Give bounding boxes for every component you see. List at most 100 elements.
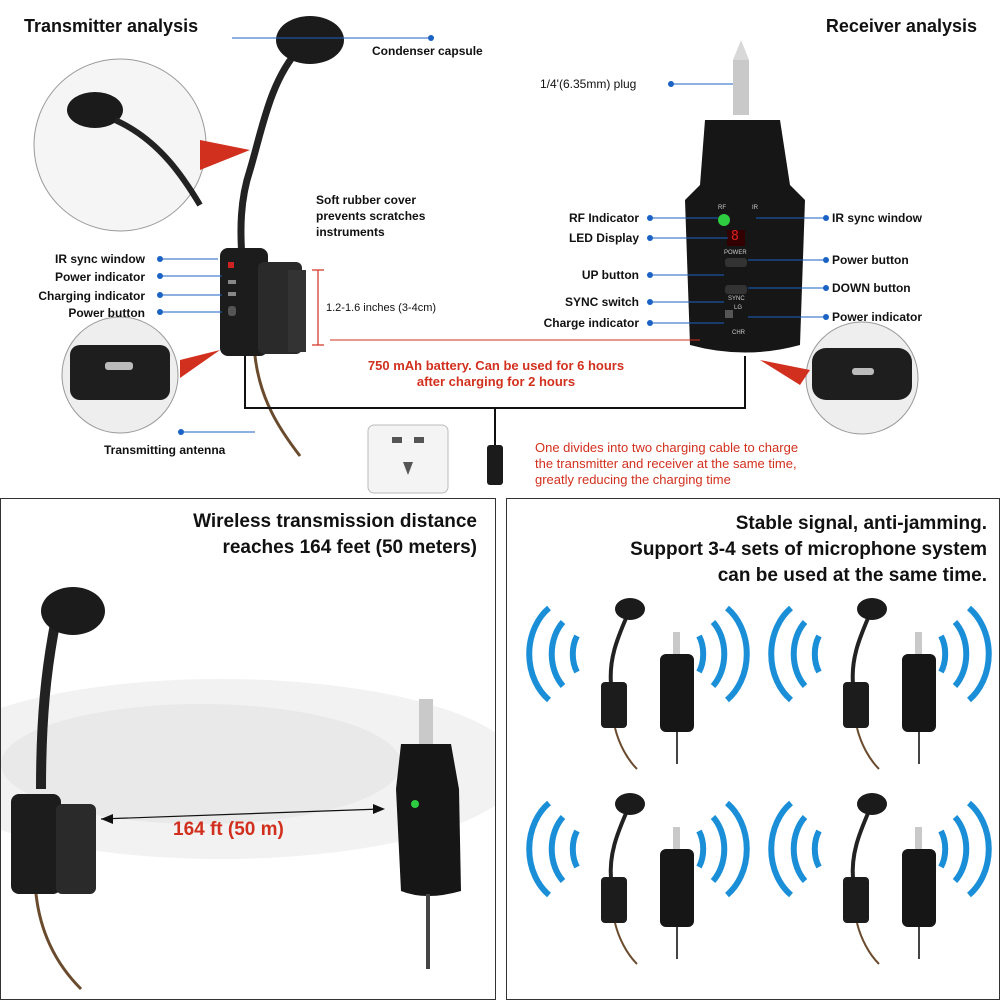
transmitter-body-icon [601, 877, 627, 923]
receiver-body-icon [902, 849, 936, 927]
signal-wave-icon [790, 814, 808, 884]
antenna-label: Transmitting antenna [104, 443, 226, 457]
distance-panel: Wireless transmission distance reaches 1… [0, 498, 496, 1000]
transmitter-body-icon [601, 682, 627, 728]
multi-system-heading: Stable signal, anti-jamming. Support 3-4… [630, 513, 987, 586]
receiver-rf-text: RF [718, 205, 726, 211]
antenna-icon [614, 727, 638, 770]
callout-dot [823, 215, 829, 221]
signal-wave-icon [938, 829, 949, 869]
transmitter-body-icon [843, 877, 869, 923]
power-indicator-label-tx: Power indicator [54, 270, 145, 284]
signal-wave-icon [768, 605, 793, 703]
signal-wave-icon [967, 800, 992, 898]
signal-wave-icon [952, 814, 970, 884]
signal-wave-icon [569, 634, 580, 674]
callout-dot [178, 429, 184, 435]
receiver-body-icon [660, 849, 694, 927]
battery-note: 750 mAh battery. Can be used for 6 hours… [367, 358, 625, 389]
multi-system-panel: Stable signal, anti-jamming. Support 3-4… [506, 498, 1000, 1000]
signal-wave-icon [526, 605, 551, 703]
transmitter-body-icon [843, 682, 869, 728]
plug-label: 1/4'(6.35mm) plug [540, 77, 637, 91]
power-indicator-label-rx: Power indicator [832, 310, 923, 324]
distance-illustration [1, 587, 495, 991]
callout-dot [157, 273, 163, 279]
receiver-power-text: POWER [724, 250, 747, 256]
ir-sync-label-rx: IR sync window [832, 211, 923, 225]
microphone-capsule-icon [615, 598, 645, 620]
down-button-label: DOWN button [832, 281, 911, 295]
condenser-label: Condenser capsule [372, 44, 483, 58]
signal-wave-icon [790, 619, 808, 689]
microphone-capsule-icon [857, 598, 887, 620]
signal-wave-icon [526, 800, 551, 898]
microphone-capsule-icon [857, 793, 887, 815]
rf-indicator-label: RF Indicator [568, 211, 639, 225]
microphone-gooseneck [608, 615, 629, 685]
distance-label: 164 ft (50 m) [173, 819, 284, 840]
top-illustration [33, 16, 919, 494]
signal-wave-icon [768, 800, 793, 898]
signal-wave-icon [811, 829, 822, 869]
power-button-label-tx: Power button [68, 306, 145, 320]
signal-wave-icon [696, 829, 707, 869]
receiver-plug-icon [673, 632, 680, 656]
signal-wave-icon [967, 605, 992, 703]
receiver-ir-text: IR [752, 205, 758, 211]
callout-dot [647, 235, 653, 241]
microphone-gooseneck [608, 810, 629, 880]
charging-indicator-label: Charging indicator [38, 289, 145, 303]
receiver-plug-icon [915, 632, 922, 656]
led-display-label: LED Display [568, 231, 639, 245]
signal-wave-icon [725, 800, 750, 898]
signal-wave-icon [952, 619, 970, 689]
receiver-chr-text: CHR [732, 330, 745, 336]
signal-wave-icon [811, 634, 822, 674]
callout-dot [647, 299, 653, 305]
rubber-cover-label: Soft rubber cover prevents scratches ins… [316, 193, 426, 239]
receiver-led-digit: 8 [731, 229, 739, 244]
ir-sync-label-tx: IR sync window [54, 252, 145, 266]
antenna-icon [856, 727, 880, 770]
multi-system-illustration [526, 598, 992, 965]
charge-indicator-label: Charge indicator [543, 316, 639, 330]
callout-dot [157, 292, 163, 298]
callout-dot [647, 272, 653, 278]
signal-wave-icon [938, 634, 949, 674]
receiver-title: Receiver analysis [825, 16, 977, 36]
receiver-body-icon [660, 654, 694, 732]
callout-dot [157, 309, 163, 315]
callout-dot [668, 81, 674, 87]
receiver-plug-icon [673, 827, 680, 851]
signal-wave-icon [548, 814, 566, 884]
clip-size-label: 1.2-1.6 inches (3-4cm) [326, 302, 437, 314]
signal-wave-icon [710, 619, 728, 689]
distance-heading: Wireless transmission distance reaches 1… [193, 511, 477, 558]
power-button-label-rx: Power button [832, 253, 909, 267]
microphone-gooseneck [850, 615, 871, 685]
receiver-sync-text: SYNC [728, 296, 745, 302]
sync-switch-label: SYNC switch [564, 295, 639, 309]
receiver-plug-icon [915, 827, 922, 851]
transmitter-title: Transmitter analysis [24, 16, 199, 36]
antenna-icon [856, 922, 880, 965]
callout-dot [647, 320, 653, 326]
callout-dot [428, 35, 434, 41]
microphone-gooseneck [850, 810, 871, 880]
callout-dot [157, 256, 163, 262]
callout-dot [647, 215, 653, 221]
signal-wave-icon [725, 605, 750, 703]
receiver-lg-text: LG [734, 305, 743, 311]
signal-wave-icon [696, 634, 707, 674]
signal-wave-icon [710, 814, 728, 884]
signal-wave-icon [569, 829, 580, 869]
cable-note: One divides into two charging cable to c… [535, 440, 799, 487]
signal-wave-icon [548, 619, 566, 689]
up-button-label: UP button [581, 268, 639, 282]
microphone-capsule-icon [615, 793, 645, 815]
antenna-icon [614, 922, 638, 965]
callout-dot [823, 257, 829, 263]
callout-dot [823, 285, 829, 291]
receiver-body-icon [902, 654, 936, 732]
